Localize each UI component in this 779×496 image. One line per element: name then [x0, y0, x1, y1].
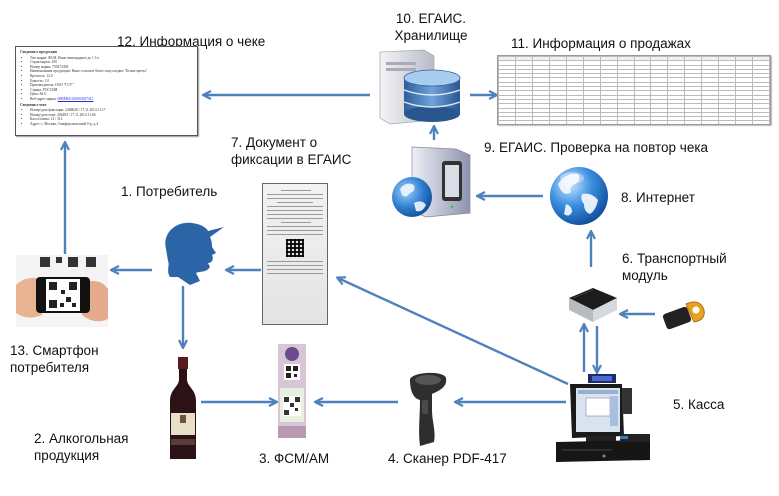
doc-section2-list: Номер/дата фиксации: 2468628 / 17.11.201… — [30, 108, 193, 126]
cashier-label: 5. Касса — [673, 397, 725, 412]
sales-table — [498, 56, 770, 124]
doc-item: Наименование продукции: Вино столовое бе… — [30, 69, 193, 74]
usb-crypto-key-icon — [662, 301, 705, 330]
wine-bottle-icon — [170, 357, 196, 459]
alcohol-label-line2: продукция — [34, 448, 100, 463]
transport-label-line1: 6. Транспортный — [622, 251, 727, 266]
receipt-icon — [262, 183, 328, 325]
person-silhouette-icon — [165, 222, 224, 285]
doc-web-link[interactable]: 00BEB41203003027411 — [57, 96, 94, 101]
sales-spreadsheet — [497, 55, 771, 125]
smartphone-label-line2: потребителя — [10, 360, 90, 375]
doc-item: Номер/дата фиксации: 2468628 / 17.11.201… — [30, 108, 193, 113]
arrow-cashier-to-document — [338, 278, 569, 386]
globe-icon — [550, 167, 608, 225]
doc-section2-title: Сведения о чеке — [20, 102, 47, 107]
doc-item: Производитель: ООО "ГСУ" — [30, 83, 193, 88]
sales-table-row — [498, 120, 770, 124]
sales-label: 11. Информация о продажах — [511, 36, 691, 51]
sales-table-row — [498, 111, 770, 118]
sales-table-cell — [752, 120, 770, 124]
sales-table-row — [498, 56, 770, 62]
doc-item-web: Веб-адрес марки: 00BEB41203003027411 — [30, 97, 193, 102]
doc-item: Цена: 84.0 — [30, 92, 193, 97]
doc-item: Серия марки: 100 — [30, 60, 193, 65]
doc-item: Касса/смена: 12 / 312 — [30, 117, 193, 122]
pos-terminal-icon — [556, 374, 650, 462]
doc-item: Адрес: г. Москва, Симферопольский б-р, д… — [30, 122, 193, 127]
doc-section1-title: Сведения о продукции — [20, 50, 57, 54]
internet-label: 8. Интернет — [621, 190, 695, 205]
storage-label-line1: 10. ЕГАИС. — [395, 11, 467, 26]
sales-table-cell — [752, 56, 770, 62]
doc-web-label: Веб-адрес марки: — [30, 96, 57, 101]
smartphone-label: 13. Смартфон потребителя — [10, 342, 99, 376]
alcohol-label: 2. Алкогольная продукция — [34, 430, 128, 464]
doc-item: Номер марки: 750273458 — [30, 65, 193, 70]
scanner-label: 4. Сканер PDF-417 — [388, 451, 507, 466]
transport-label-line2: модуль — [622, 268, 668, 283]
excise-stamp-icon — [278, 344, 306, 438]
doc-item: Емкость: 1.0 — [30, 79, 193, 84]
doc-item: Тип марки: ФСМ. Вино виноградное до 1.5 … — [30, 56, 193, 61]
storage-label-line2: Хранилище — [394, 28, 468, 43]
document-label-line2: фиксации в ЕГАИС — [231, 152, 352, 167]
barcode-scanner-icon — [410, 372, 447, 446]
fsm-label: 3. ФСМ/АМ — [259, 451, 330, 466]
smartphone-qr-icon — [16, 255, 108, 327]
consumer-label: 1. Потребитель — [121, 184, 218, 199]
doc-item: Крепость: 12.0 — [30, 74, 193, 79]
database-server-icon — [379, 49, 461, 125]
transport-label: 6. Транспортный модуль — [622, 250, 727, 284]
doc-section1-list: Тип марки: ФСМ. Вино виноградное до 1.5 … — [30, 56, 193, 102]
sales-table-row — [498, 98, 770, 105]
mini-pc-icon — [569, 288, 617, 322]
document-label: 7. Документ о фиксации в ЕГАИС — [231, 134, 351, 168]
document-label-line1: 7. Документ о — [231, 135, 318, 150]
receipt-info-document: Сведения о продукции Тип марки: ФСМ. Вин… — [15, 46, 198, 136]
receipt-qr-code — [286, 239, 304, 257]
check-label: 9. ЕГАИС. Проверка на повтор чека — [484, 140, 709, 155]
web-server-icon — [392, 146, 471, 218]
storage-label: 10. ЕГАИС. Хранилище — [386, 10, 476, 44]
doc-item: Страна: РОССИЯ — [30, 88, 193, 93]
smartphone-label-line1: 13. Смартфон — [10, 343, 99, 358]
doc-item: Номер/дата чека: 204483 / 17.11.2014 11:… — [30, 113, 193, 118]
alcohol-label-line1: 2. Алкогольная — [34, 431, 129, 446]
receipt-info-label: 12. Информация о чеке — [117, 34, 266, 49]
